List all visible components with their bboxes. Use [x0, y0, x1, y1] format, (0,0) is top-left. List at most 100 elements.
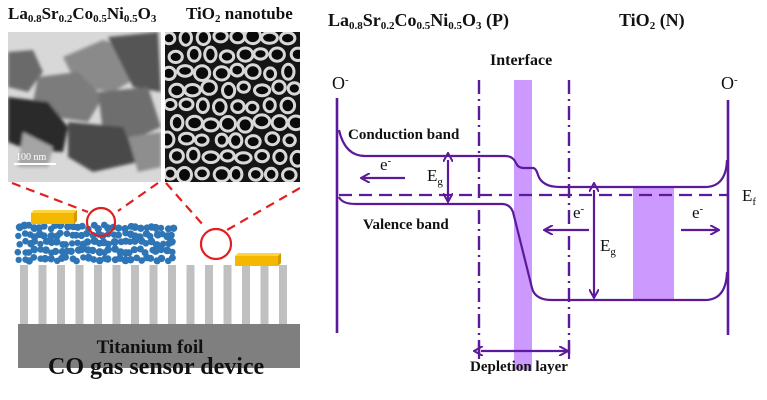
nanotube-pillar: [20, 265, 28, 324]
nanotube-pore: [252, 47, 269, 61]
conduction-band-curve: [337, 129, 729, 189]
perovskite-particle: [157, 254, 166, 263]
nanotube-pore: [183, 83, 202, 98]
oxygen-ion-right: O-: [721, 73, 738, 93]
zoom-line-tem-right: [117, 182, 159, 212]
electrode-right: [235, 253, 281, 266]
nanotube-pore: [228, 132, 244, 149]
perovskite-particle: [104, 240, 112, 248]
scale-bar-label: 100 nm: [16, 152, 47, 163]
nanotube-pillar: [279, 265, 287, 324]
perovskite-particle: [94, 225, 102, 233]
electrode-left: [31, 210, 77, 224]
nanotube-pore: [286, 114, 300, 132]
nanotube-pore: [165, 32, 177, 46]
fermi-level-label: Ef: [742, 186, 757, 208]
nanotube-pore: [165, 98, 178, 111]
scale-bar: [14, 163, 56, 165]
perovskite-particle: [125, 249, 133, 257]
titanium-foil: [18, 324, 300, 368]
perovskite-particle: [15, 256, 22, 264]
device-caption: CO gas sensor device: [48, 354, 265, 380]
nanotube-pore: [212, 32, 229, 44]
nanotube-pore: [165, 65, 177, 81]
nanotube-pore: [167, 49, 184, 64]
nanotube-pillar: [205, 265, 213, 324]
nanotube-pore: [279, 96, 297, 115]
perovskite-particle: [72, 231, 80, 239]
nanotube-pore: [195, 32, 212, 47]
perovskite-particle: [104, 246, 112, 254]
nanotube-pore: [279, 32, 297, 46]
nanotube-pore: [178, 32, 193, 47]
perovskite-particle: [142, 240, 150, 247]
perovskite-particle: [30, 245, 39, 254]
perovskite-particle: [90, 256, 98, 263]
perovskite-particle: [168, 231, 175, 239]
nanotube-pillar: [260, 265, 269, 324]
nanotube-pillar: [149, 265, 158, 324]
perovskite-particle: [42, 246, 50, 254]
nanotube-pore: [218, 49, 236, 64]
perovskite-particle: [168, 238, 176, 246]
nanotube-pillar: [131, 265, 139, 324]
nanotube-pore: [289, 46, 300, 62]
nanotube-pillar: [94, 265, 102, 324]
nanotube-pore: [194, 133, 210, 147]
perovskite-particle: [56, 229, 64, 237]
nanotube-pore: [282, 133, 297, 148]
nanotube-pore: [195, 97, 210, 115]
perovskite-particle: [80, 254, 87, 261]
perovskite-particle: [147, 254, 155, 262]
nanotube-pore: [264, 131, 281, 147]
nanotube-pore: [228, 166, 244, 182]
perovskite-particle: [83, 230, 91, 238]
tem-image-title: La0.8Sr0.2Co0.5Ni0.5O3: [8, 4, 157, 25]
perovskite-particle: [131, 237, 139, 245]
valence-band-curve: [337, 196, 729, 302]
perovskite-particle: [169, 248, 176, 256]
perovskite-particle: [21, 230, 29, 237]
perovskite-particle: [104, 224, 112, 232]
nanotube-pore: [212, 65, 231, 82]
nanotube-pillar: [75, 265, 84, 324]
perovskite-particle: [30, 254, 38, 261]
perovskite-particle: [73, 257, 80, 265]
perovskite-particle: [68, 240, 76, 247]
nanotube-pore: [169, 114, 185, 132]
electron-label-right: e-: [692, 203, 704, 222]
nanotube-pore: [236, 80, 251, 94]
valence-band-label: Valence band: [363, 217, 449, 233]
nanotube-pore: [176, 64, 195, 78]
nanotube-pore: [260, 32, 279, 45]
perovskite-particle: [47, 232, 56, 240]
perovskite-particle: [131, 223, 139, 231]
nanotube-pore: [253, 83, 272, 98]
n-type-title: TiO2 (N): [619, 10, 685, 32]
perovskite-particle: [160, 240, 167, 247]
perovskite-particle: [67, 247, 75, 255]
perovskite-particle: [16, 241, 24, 248]
bandgap-label-p: Eg: [427, 166, 443, 188]
nanotube-pore: [245, 100, 260, 115]
electron-label-left: e-: [380, 155, 392, 174]
nanotube-pore: [192, 64, 212, 82]
perovskite-particle: [169, 224, 178, 232]
perovskite-particle: [31, 238, 38, 245]
nanotube-pore: [244, 63, 262, 80]
perovskite-particle: [127, 256, 135, 264]
sem-micrograph: [165, 32, 300, 182]
perovskite-particle: [47, 255, 55, 263]
nanotube-pore: [289, 149, 300, 168]
nanotube-pillar: [168, 265, 176, 324]
zoom-line-sem-left: [165, 182, 205, 227]
titanium-foil-label: Titanium foil: [97, 337, 204, 358]
perovskite-particle: [63, 230, 71, 237]
perovskite-particle: [25, 249, 33, 256]
nanotube-pore: [281, 167, 298, 182]
perovskite-particle: [78, 222, 86, 230]
nanotube-pillar: [38, 265, 47, 324]
oxygen-ion-left: O-: [332, 73, 349, 93]
nanotube-pore: [214, 132, 229, 148]
perovskite-particle: [15, 232, 22, 240]
